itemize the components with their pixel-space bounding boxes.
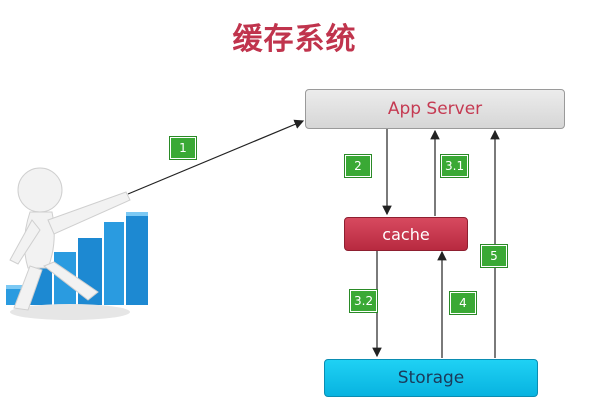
diagram-title: 缓存系统 [232,22,357,57]
step-3-2-badge: 3.2 [348,289,379,313]
storage-node: Storage [324,359,538,397]
arrow-1 [127,119,305,195]
step-4-badge: 4 [449,291,477,315]
step-1-badge: 1 [169,136,197,160]
person-figure [9,167,131,311]
app-server-node: App Server [305,89,565,129]
cache-node: cache [344,217,468,251]
step-2-badge: 2 [344,154,372,178]
person-pointing-figure [6,167,148,320]
step-5-badge: 5 [480,244,508,268]
step-3-1-badge: 3.1 [439,154,470,178]
